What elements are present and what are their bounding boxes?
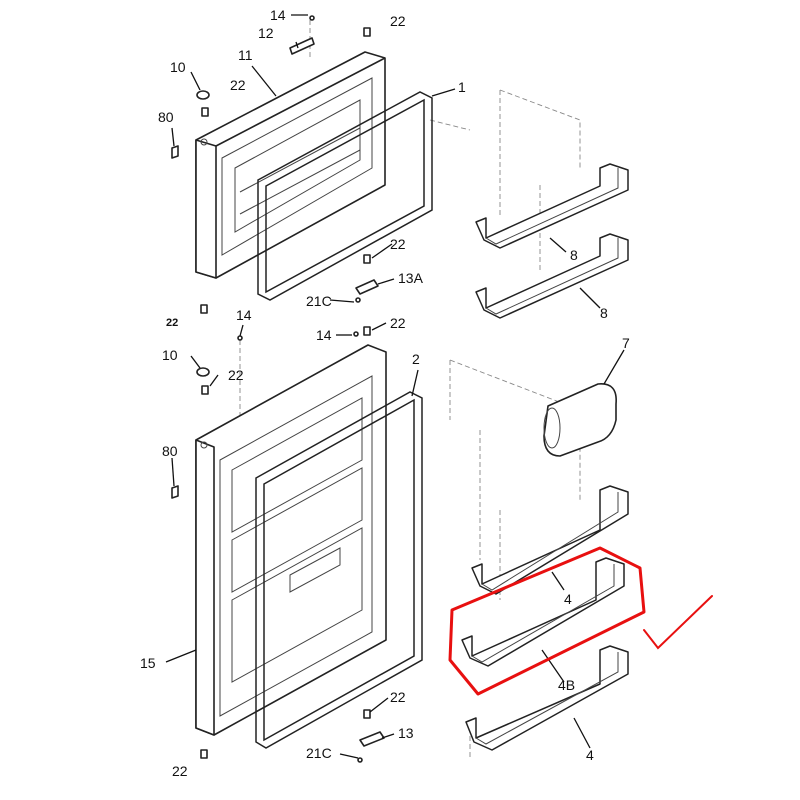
label-8: 8 [600,305,608,321]
label-4: 4 [564,591,572,607]
label-21c: 21C [306,293,332,309]
label-10: 10 [162,347,178,363]
label-4b: 4B [558,677,575,693]
label-7: 7 [622,335,630,351]
label-21c: 21C [306,745,332,761]
freezer-door-gasket [257,91,433,301]
label-10: 10 [170,59,186,75]
screw-22-mid [363,326,371,336]
label-22: 22 [228,367,244,383]
label-13: 13 [398,725,414,741]
label-11: 11 [238,47,253,63]
screw-22-b [201,107,209,117]
screw-22-f [200,749,208,759]
label-22: 22 [230,77,246,93]
leader-lines [165,14,625,759]
highlight-annotation [448,546,646,696]
door-bin-4-lower [465,645,629,751]
part-labels: 14 22 12 10 11 22 80 1 22 13A 21C 22 14 … [140,7,630,779]
label-2: 2 [412,351,420,367]
label-80: 80 [162,443,178,459]
label-14: 14 [270,7,286,23]
label-22: 22 [390,689,406,705]
check-mark [643,595,713,650]
label-15: 15 [140,655,156,671]
label-22: 22 [390,13,406,29]
fresh-food-door-gasket [255,391,423,749]
hardware [171,15,385,763]
door-bin-4-upper [471,485,629,595]
label-8: 8 [570,247,578,263]
label-22: 22 [172,763,188,779]
screw-22-e [363,709,371,719]
label-4: 4 [586,747,594,763]
freezer-door [195,51,386,279]
screw-22-top [363,27,371,37]
screw-22-left [200,304,208,314]
label-22: 22 [166,317,178,329]
door-bin-8-upper [475,163,629,249]
label-22: 22 [390,315,406,331]
label-14: 14 [316,327,332,343]
dairy-compartment-7 [543,383,617,457]
fresh-food-door [195,344,387,736]
screw-22-c [363,254,371,264]
label-13a: 13A [398,270,424,286]
label-14: 14 [236,307,252,323]
door-bin-8-lower [475,233,629,319]
door-bin-4b [461,557,625,667]
label-12: 12 [258,25,274,41]
screw-22-d [201,385,209,395]
label-22: 22 [390,236,406,252]
label-1: 1 [458,79,466,95]
label-80: 80 [158,109,174,125]
